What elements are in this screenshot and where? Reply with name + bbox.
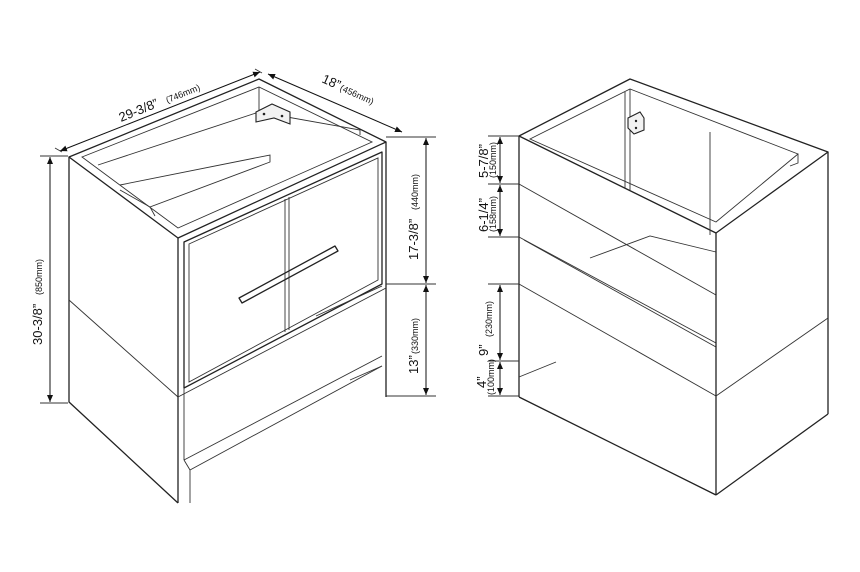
shelf-height-mm: (330mm)	[410, 318, 420, 354]
cabinet-height-label: 17-3/8” (440mm)	[406, 174, 421, 260]
base-main: 4”	[474, 376, 489, 388]
corner-bracket-icon	[255, 103, 291, 125]
rear-view-dimensions	[488, 135, 519, 397]
shelf-height-label: 13” (330mm)	[406, 318, 421, 374]
upper-section-mm: (158mm)	[488, 196, 498, 232]
rear-view-cabinet	[518, 78, 829, 496]
width-label-mm: (746mm)	[164, 82, 201, 105]
front-view-cabinet	[68, 78, 387, 504]
total-height-mm: (850mm)	[34, 259, 44, 295]
front-view-dimensions	[40, 68, 436, 404]
base-mm: (100mm)	[486, 359, 496, 395]
total-height-main: 30-3/8”	[30, 304, 45, 345]
top-rail-label: 5-7/8” (150mm)	[476, 142, 498, 178]
middle-section-mm: (230mm)	[484, 301, 494, 337]
width-label: 29-3/8” (746mm)	[117, 82, 202, 124]
rear-bracket-icon	[627, 111, 645, 135]
upper-section-main: 6-1/4”	[476, 198, 491, 232]
shelf-height-main: 13”	[406, 355, 421, 374]
cabinet-height-main: 17-3/8”	[406, 219, 421, 260]
upper-section-label: 6-1/4” (158mm)	[476, 196, 498, 232]
middle-section-label: 9” (230mm)	[476, 301, 494, 356]
cabinet-height-mm: (440mm)	[410, 174, 420, 210]
depth-label-mm: (456mm)	[338, 83, 375, 107]
top-rail-main: 5-7/8”	[476, 144, 491, 178]
depth-label: 18” (456mm)	[320, 71, 376, 107]
total-height-label: 30-3/8” (850mm)	[30, 259, 45, 345]
middle-section-main: 9”	[476, 344, 491, 356]
top-rail-mm: (150mm)	[488, 142, 498, 178]
base-label: 4” (100mm)	[474, 359, 496, 395]
depth-label-main: 18”	[320, 71, 343, 92]
